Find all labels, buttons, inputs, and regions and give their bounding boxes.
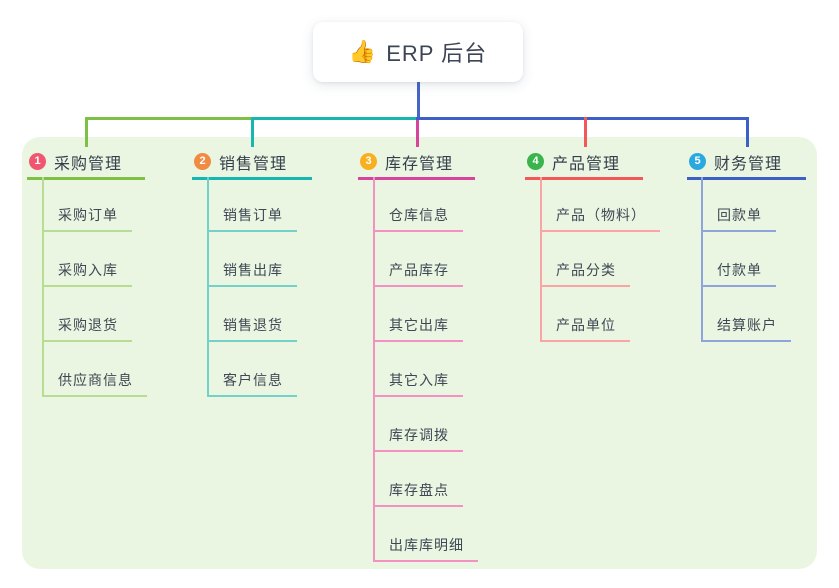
child-node[interactable]: 销售出库 [207,232,297,287]
branch-badge: 4 [527,153,544,170]
branch-label: 产品管理 [552,155,621,173]
child-node[interactable]: 销售退货 [207,287,297,342]
thumbs-up-icon: 👍 [348,39,377,64]
child-node[interactable]: 出库库明细 [373,507,478,562]
child-node[interactable]: 付款单 [701,232,791,287]
child-node[interactable]: 回款单 [701,177,791,232]
child-node[interactable]: 销售订单 [207,177,297,232]
branch-label: 库存管理 [385,155,454,173]
branch-node-sales[interactable]: 2 销售管理 [192,149,312,180]
branch-node-inventory[interactable]: 3 库存管理 [358,149,475,180]
branch-label: 采购管理 [54,155,123,173]
root-label: ERP 后台 [386,41,488,66]
bus-segment-sales [251,117,417,120]
child-node[interactable]: 供应商信息 [42,342,147,397]
branch-children-product: 产品（物料） 产品分类 产品单位 [540,177,660,342]
child-node[interactable]: 采购退货 [42,287,147,342]
connector-line [373,177,375,562]
child-node[interactable]: 库存盘点 [373,452,478,507]
branch-node-product[interactable]: 4 产品管理 [525,149,643,180]
connector-line [207,177,209,397]
child-node[interactable]: 库存调拨 [373,397,478,452]
branch-node-purchase[interactable]: 1 采购管理 [27,149,145,180]
root-node[interactable]: 👍 ERP 后台 [313,22,523,82]
child-node[interactable]: 产品单位 [540,287,660,342]
child-node[interactable]: 采购入库 [42,232,147,287]
child-node[interactable]: 客户信息 [207,342,297,397]
root-connector-line [417,82,420,118]
bus-segment-purchase [85,117,252,120]
branch-children-inventory: 仓库信息 产品库存 其它出库 其它入库 库存调拨 库存盘点 出库库明细 [373,177,478,562]
connector-line [701,177,703,342]
branch-label: 销售管理 [219,155,288,173]
drop-line-finance [746,117,749,147]
connector-line [42,177,44,397]
branch-badge: 1 [29,153,46,170]
branch-badge: 5 [689,153,706,170]
branch-node-finance[interactable]: 5 财务管理 [687,149,806,180]
drop-line-purchase [85,117,88,147]
bus-segment-finance [416,117,748,120]
child-node[interactable]: 结算账户 [701,287,791,342]
child-node[interactable]: 其它出库 [373,287,478,342]
branch-label: 财务管理 [714,155,783,173]
drop-line-inventory [416,120,419,147]
branch-badge: 2 [194,153,211,170]
drop-line-product [584,117,587,147]
child-node[interactable]: 产品分类 [540,232,660,287]
branch-children-purchase: 采购订单 采购入库 采购退货 供应商信息 [42,177,147,397]
branch-children-finance: 回款单 付款单 结算账户 [701,177,791,342]
background-panel [22,137,817,569]
child-node[interactable]: 其它入库 [373,342,478,397]
child-node[interactable]: 仓库信息 [373,177,478,232]
child-node[interactable]: 产品库存 [373,232,478,287]
child-node[interactable]: 产品（物料） [540,177,660,232]
connector-line [540,177,542,342]
branch-children-sales: 销售订单 销售出库 销售退货 客户信息 [207,177,297,397]
branch-badge: 3 [360,153,377,170]
drop-line-sales [251,117,254,147]
child-node[interactable]: 采购订单 [42,177,147,232]
